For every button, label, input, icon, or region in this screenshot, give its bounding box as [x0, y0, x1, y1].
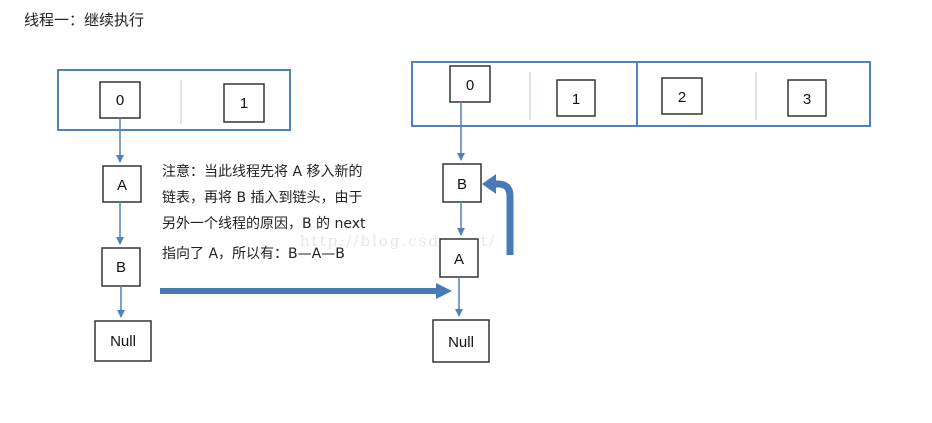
right-node-a-label: A [454, 251, 464, 268]
right-slot-2: 2 [661, 77, 703, 115]
right-slot-2-label: 2 [678, 89, 686, 106]
right-slot-0-label: 0 [466, 77, 474, 94]
right-node-a: A [439, 238, 479, 278]
note-line-4: 指向了 A，所以有：B—A—B [162, 246, 345, 262]
right-node-b-label: B [457, 176, 467, 193]
right-node-null-label: Null [448, 334, 474, 351]
transfer-arrow [160, 283, 452, 299]
note-line-3: 另外一个线程的原因，B 的 next [162, 216, 366, 232]
right-slot-3: 3 [787, 79, 827, 117]
right-slot-0: 0 [449, 65, 491, 103]
right-node-b: B [442, 163, 482, 203]
left-node-b: B [101, 247, 141, 287]
left-slot-1: 1 [223, 83, 265, 123]
cycle-arrow [482, 174, 514, 255]
left-array: 0 1 [57, 69, 291, 131]
left-node-b-label: B [116, 259, 126, 276]
note-line-1: 注意：当此线程先将 A 移入新的 [162, 163, 362, 180]
left-slot-1-label: 1 [240, 95, 248, 112]
right-node-null: Null [432, 319, 490, 363]
left-node-null-label: Null [110, 333, 136, 350]
right-slot-1: 1 [556, 79, 596, 117]
right-chain: B A Null [432, 102, 490, 363]
page-title: 线程一：继续执行 [24, 11, 145, 29]
left-slot-0: 0 [99, 81, 141, 119]
right-slot-1-label: 1 [572, 91, 580, 108]
right-slot-3-label: 3 [803, 91, 811, 108]
left-node-a-label: A [117, 177, 127, 194]
left-slot-0-label: 0 [116, 92, 124, 109]
left-chain: A B Null [94, 118, 152, 362]
note: 注意：当此线程先将 A 移入新的 链表，再将 B 插入到链头，由于 另外一个线程… [162, 163, 366, 262]
right-array: 0 1 2 3 [411, 61, 871, 127]
left-node-a: A [102, 165, 142, 203]
note-line-2: 链表，再将 B 插入到链头，由于 [162, 190, 363, 206]
left-node-null: Null [94, 320, 152, 362]
